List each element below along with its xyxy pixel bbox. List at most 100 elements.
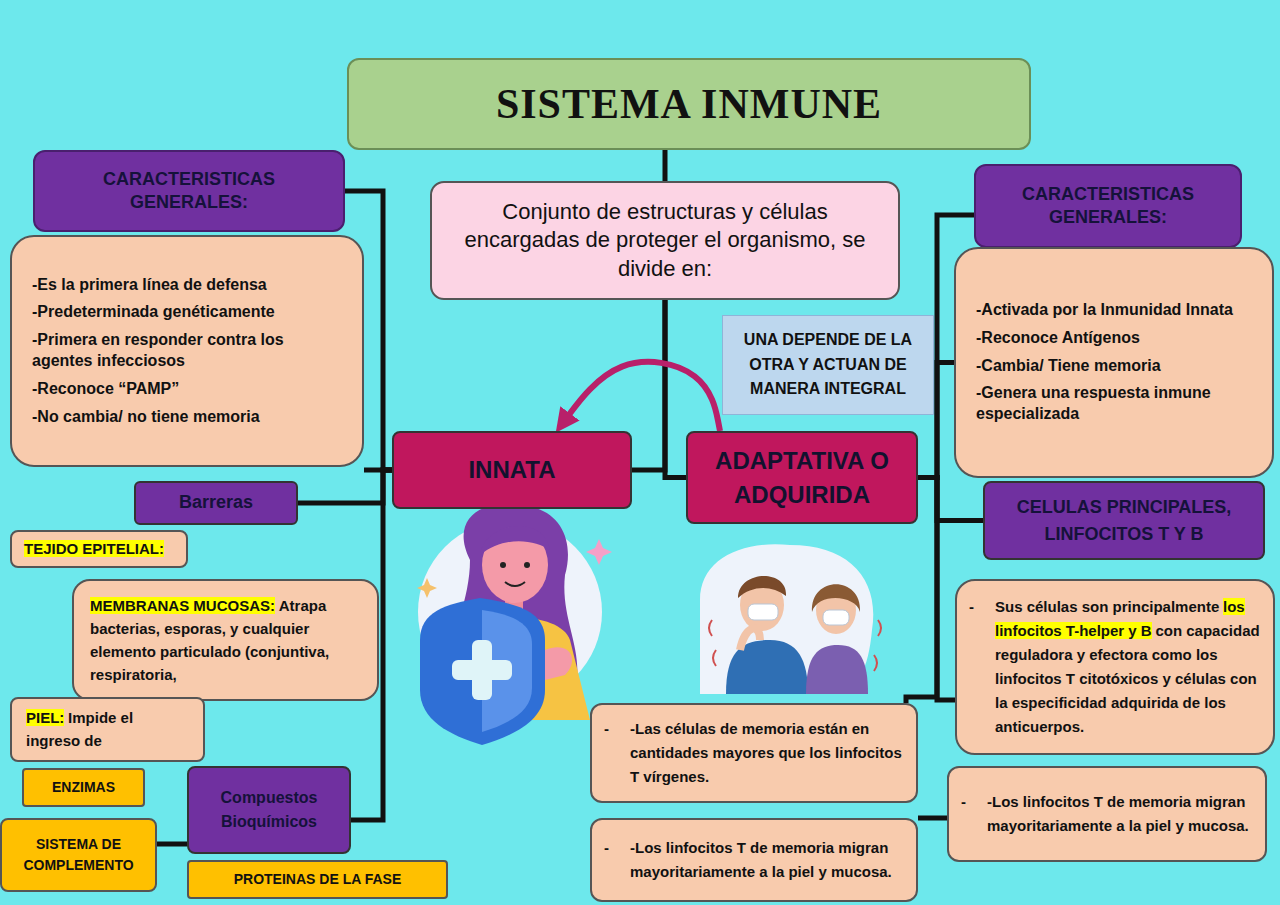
feature-list: -Es la primera línea de defensa -Predeter…	[10, 235, 364, 467]
compound-box: PROTEINAS DE LA FASE	[187, 860, 448, 899]
text-holder: - Sus células son principalmentelos linfo…	[969, 595, 1261, 739]
heading-box: Compuestos Bioquímicos	[187, 766, 351, 854]
text-holder: INNATA	[404, 454, 620, 485]
text-holder: PROTEINAS DE LA FASE	[199, 870, 436, 888]
detail-box: - Sus células son principalmentelos linfo…	[955, 579, 1275, 755]
text-holder: CARACTERISTICAS GENERALES:	[986, 183, 1230, 230]
text-holder: SISTEMA INMUNE	[359, 77, 1019, 132]
curved-arrow	[560, 362, 720, 431]
barrier-box: TEJIDO EPITELIAL:	[10, 530, 188, 568]
category-box: ADAPTATIVA O ADQUIRIDA	[686, 431, 918, 524]
node-text: UNA DEPENDE DE LA OTRA Y ACTUAN DE MANER…	[733, 328, 923, 402]
node-text: ADAPTATIVA O ADQUIRIDA	[698, 444, 906, 511]
node-text: CELULAS PRINCIPALES, LINFOCITOS T Y B	[995, 494, 1253, 548]
text-holder: Conjunto de estructuras y células encarg…	[442, 198, 888, 284]
definition-box: Conjunto de estructuras y células encarg…	[430, 181, 900, 300]
text-holder: UNA DEPENDE DE LA OTRA Y ACTUAN DE MANER…	[733, 328, 923, 402]
node-text: -Los linfocitos T de memoria migran mayo…	[987, 793, 1249, 834]
node-text: CARACTERISTICAS GENERALES:	[45, 168, 333, 215]
detail-box: - -Los linfocitos T de memoria migran may…	[590, 818, 918, 902]
bullet-row: - -Los linfocitos T de memoria migran may…	[604, 836, 904, 884]
node-text: -Activada por la Inmunidad Innata	[976, 300, 1252, 321]
node-text: -Las células de memoria están en cantida…	[630, 720, 902, 785]
node-text: PROTEINAS DE LA FASE	[199, 870, 436, 888]
text-holder: ADAPTATIVA O ADQUIRIDA	[698, 444, 906, 511]
text-holder: - -Los linfocitos T de memoria migran may…	[604, 836, 904, 884]
bullet: -	[961, 790, 987, 838]
node-text: CARACTERISTICAS GENERALES:	[986, 183, 1230, 230]
node-text: ENZIMAS	[34, 778, 133, 796]
masked-people-illustration	[700, 544, 881, 694]
bullet-body: Sus células son principalmentelos linfoc…	[995, 595, 1261, 739]
heading-box: CARACTERISTICAS GENERALES:	[33, 150, 345, 232]
node-text: -No cambia/ no tiene memoria	[32, 407, 342, 428]
heading-box: CARACTERISTICAS GENERALES:	[974, 164, 1242, 248]
node-text: -Reconoce “PAMP”	[32, 379, 342, 400]
node-text: MEMBRANAS MUCOSAS:	[90, 597, 275, 614]
woman-shield-illustration	[417, 504, 612, 745]
node-text: -Primera en responder contra los agentes…	[32, 330, 342, 372]
node-text: INNATA	[404, 454, 620, 485]
text-holder: Compuestos Bioquímicos	[199, 786, 339, 834]
node-text: PIEL:	[26, 709, 64, 726]
node-text: TEJIDO EPITELIAL:	[24, 540, 164, 557]
connector-line	[298, 470, 392, 503]
node-text: -Cambia/ Tiene memoria	[976, 356, 1252, 377]
node-text: Barreras	[146, 491, 286, 514]
bullet-row: - -Los linfocitos T de memoria migran may…	[961, 790, 1253, 838]
node-text: -	[604, 839, 609, 856]
bullet: -	[604, 717, 630, 789]
connector-line	[665, 300, 686, 478]
connector-line	[157, 842, 187, 847]
note-box: UNA DEPENDE DE LA OTRA Y ACTUAN DE MANER…	[722, 315, 934, 415]
text-holder: TEJIDO EPITELIAL:	[24, 539, 174, 559]
text-holder: ENZIMAS	[34, 778, 133, 796]
barrier-box: MEMBRANAS MUCOSAS:Atrapa bacterias, espo…	[72, 579, 379, 701]
node-text: -	[961, 793, 966, 810]
bullet: -	[604, 836, 630, 884]
bullet-row: - Sus células son principalmentelos linfo…	[969, 595, 1261, 739]
node-text: -	[604, 720, 609, 737]
text-holder: CARACTERISTICAS GENERALES:	[45, 168, 333, 215]
compound-box: SISTEMA DE COMPLEMENTO	[0, 818, 157, 892]
node-text: SISTEMA INMUNE	[359, 77, 1019, 132]
node-text: Sus células son principalmente	[995, 598, 1219, 615]
text-holder: - -Los linfocitos T de memoria migran may…	[961, 790, 1253, 838]
node-text: -	[969, 598, 974, 615]
node-text: -Genera una respuesta inmune especializa…	[976, 383, 1252, 425]
heading-box: CELULAS PRINCIPALES, LINFOCITOS T Y B	[983, 481, 1265, 560]
barrier-box: PIEL:Impide el ingreso de	[10, 697, 205, 762]
node-text: -Es la primera línea de defensa	[32, 275, 342, 296]
node-text: -Reconoce Antígenos	[976, 328, 1252, 349]
node-text: -Predeterminada genéticamente	[32, 302, 342, 323]
detail-box: - -Los linfocitos T de memoria migran may…	[947, 766, 1267, 862]
connector-line	[632, 300, 665, 470]
bullet-body: -Los linfocitos T de memoria migran mayo…	[987, 790, 1253, 838]
text-holder: MEMBRANAS MUCOSAS:Atrapa bacterias, espo…	[90, 594, 361, 687]
node-text: -Los linfocitos T de memoria migran mayo…	[630, 839, 892, 880]
text-holder: PIEL:Impide el ingreso de	[26, 707, 189, 752]
node-text: Conjunto de estructuras y células encarg…	[442, 198, 888, 284]
node-text: SISTEMA DE COMPLEMENTO	[12, 834, 145, 876]
text-holder: CELULAS PRINCIPALES, LINFOCITOS T Y B	[995, 494, 1253, 548]
node-text: Compuestos Bioquímicos	[199, 786, 339, 834]
detail-box: - -Las células de memoria están en cantid…	[590, 703, 918, 803]
compound-box: ENZIMAS	[22, 768, 145, 807]
text-holder: -Es la primera línea de defensa -Predeter…	[32, 268, 342, 435]
bullet: -	[969, 595, 995, 739]
connector-line	[663, 150, 668, 181]
category-box: INNATA	[392, 431, 632, 509]
bullet-body: -Las células de memoria están en cantida…	[630, 717, 904, 789]
bullet-row: - -Las células de memoria están en cantid…	[604, 717, 904, 789]
text-holder: SISTEMA DE COMPLEMENTO	[12, 834, 145, 876]
heading-box: Barreras	[134, 481, 298, 525]
title-box: SISTEMA INMUNE	[347, 58, 1031, 150]
text-holder: - -Las células de memoria están en cantid…	[604, 717, 904, 789]
connector-line	[918, 816, 947, 821]
text-holder: Barreras	[146, 491, 286, 514]
bullet-body: -Los linfocitos T de memoria migran mayo…	[630, 836, 904, 884]
text-holder: -Activada por la Inmunidad Innata -Recono…	[976, 293, 1252, 432]
connector-line	[918, 478, 983, 521]
feature-list: -Activada por la Inmunidad Innata -Recono…	[954, 247, 1274, 478]
